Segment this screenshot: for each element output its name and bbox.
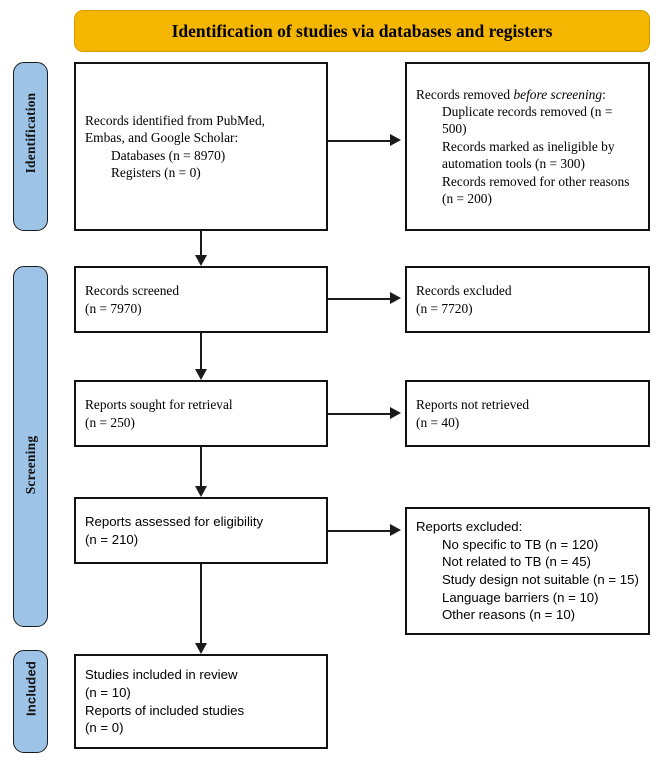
node-line: Databases (n = 8970): [111, 147, 226, 163]
connector-arrow-right: [390, 407, 401, 419]
node-line: Not related to TB (n = 45): [442, 554, 591, 570]
stage-label-screening: Screening: [22, 435, 38, 495]
node-line: Other reasons (n = 10): [442, 607, 576, 623]
connector-arrow-down: [194, 643, 207, 654]
node-heading-italic: before screening: [513, 86, 603, 102]
node-line: Reports excluded:: [416, 518, 523, 534]
node-line: Reports of included studies: [85, 702, 245, 718]
node-line: (n = 7720): [416, 300, 473, 316]
node-line: Reports not retrieved: [416, 397, 530, 413]
node-line: Records screened: [85, 283, 180, 299]
node-records-identified: Records identified from PubMed, Embas, a…: [74, 62, 328, 231]
connector-line: [200, 447, 202, 486]
node-heading: Records removed before screening:: [416, 86, 639, 103]
connector-arrow-down: [194, 486, 207, 497]
node-line: (n = 210): [85, 531, 139, 547]
connector-line: [200, 564, 202, 643]
stage-label-included: Included: [23, 660, 38, 717]
connector-arrow-down: [194, 369, 207, 380]
node-records-excluded: Records excluded (n = 7720): [405, 266, 650, 333]
connector-arrow-right: [390, 134, 401, 146]
node-line: Reports assessed for eligibility: [85, 513, 264, 529]
stage-bar-screening: Screening: [13, 266, 48, 627]
banner-identification-title: Identification of studies via databases …: [74, 10, 650, 52]
node-line: (n = 10): [85, 684, 131, 700]
connector-line: [328, 413, 390, 415]
node-studies-included-in-review: Studies included in review (n = 10) Repo…: [74, 654, 328, 749]
node-line: (n = 0): [85, 720, 124, 736]
node-reports-sought-for-retrieval: Reports sought for retrieval (n = 250): [74, 380, 328, 447]
connector-arrow-down: [194, 255, 207, 266]
node-records-screened: Records screened (n = 7970): [74, 266, 328, 333]
connector-arrow-right: [390, 292, 401, 304]
connector-arrow-right: [390, 524, 401, 536]
connector-line: [200, 231, 202, 255]
node-reports-assessed-for-eligibility: Reports assessed for eligibility (n = 21…: [74, 497, 328, 564]
node-line: (n = 7970): [85, 300, 142, 316]
stage-label-identification: Identification: [22, 92, 38, 174]
connector-line: [328, 298, 390, 300]
node-line: Registers (n = 0): [111, 164, 201, 180]
node-line: Studies included in review: [85, 667, 238, 683]
node-line: Records excluded: [416, 283, 512, 299]
node-line: Reports sought for retrieval: [85, 397, 233, 413]
node-line: Records removed for other reasons (n = 2…: [442, 173, 630, 207]
node-heading-suffix: :: [602, 86, 606, 102]
connector-line: [328, 530, 390, 532]
node-reports-excluded: Reports excluded: No specific to TB (n =…: [405, 507, 650, 635]
node-line: No specific to TB (n = 120): [442, 536, 599, 552]
node-line: (n = 40): [416, 414, 460, 430]
connector-line: [200, 333, 202, 369]
stage-bar-identification: Identification: [13, 62, 48, 231]
node-line: Records marked as ineligible by automati…: [442, 138, 615, 172]
node-heading-prefix: Records removed: [416, 86, 514, 102]
stage-bar-included: Included: [13, 650, 48, 753]
node-records-removed-before-screening: Records removed before screening: Duplic…: [405, 62, 650, 231]
node-reports-not-retrieved: Reports not retrieved (n = 40): [405, 380, 650, 447]
connector-line: [328, 140, 390, 142]
node-line: Records identified from PubMed,: [85, 112, 265, 128]
node-line: Study design not suitable (n = 15): [442, 572, 639, 587]
node-line: Embas, and Google Scholar:: [85, 130, 239, 146]
node-line: Duplicate records removed (n = 500): [442, 103, 613, 137]
node-line: (n = 250): [85, 414, 135, 430]
node-line: Language barriers (n = 10): [442, 589, 599, 605]
